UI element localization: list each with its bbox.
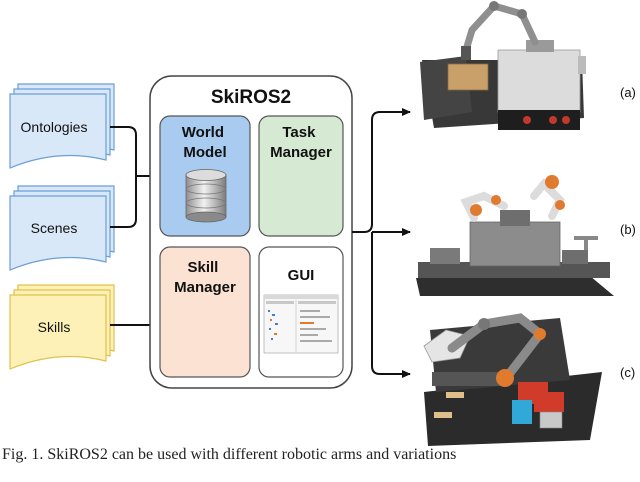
- label-c: (c): [620, 365, 635, 380]
- robot-photo-a: [420, 1, 586, 130]
- ontologies-document: Ontologies: [9, 83, 115, 169]
- task-manager-box: [258, 115, 344, 237]
- label-b: (b): [620, 222, 636, 237]
- robot-photo-b: [416, 175, 614, 296]
- database-icon: [185, 169, 227, 223]
- task-manager-label: Task Manager: [270, 124, 332, 161]
- output-trunk: [352, 111, 381, 233]
- scenes-label: Scenes: [31, 220, 78, 236]
- ontologies-label: Ontologies: [21, 119, 88, 135]
- skiros2-title: SkiROS2: [211, 87, 291, 108]
- scenes-connector: [110, 176, 137, 228]
- skills-document: Skills: [9, 284, 115, 370]
- output-trunk-lower: [371, 232, 381, 375]
- skills-label: Skills: [38, 319, 71, 335]
- skill-manager-label: Skill Manager: [174, 259, 236, 296]
- gui-screenshot-thumbnail: [263, 294, 339, 354]
- robot-photo-c: [423, 313, 602, 446]
- scenes-document: Scenes: [9, 185, 115, 271]
- figure-caption: Fig. 1. SkiROS2 can be used with differe…: [2, 446, 457, 463]
- ontologies-connector: [110, 126, 137, 176]
- gui-label: GUI: [288, 267, 315, 284]
- world-model-label: World Model: [182, 124, 228, 161]
- label-a: (a): [620, 85, 636, 100]
- skill-manager-box: [159, 246, 251, 378]
